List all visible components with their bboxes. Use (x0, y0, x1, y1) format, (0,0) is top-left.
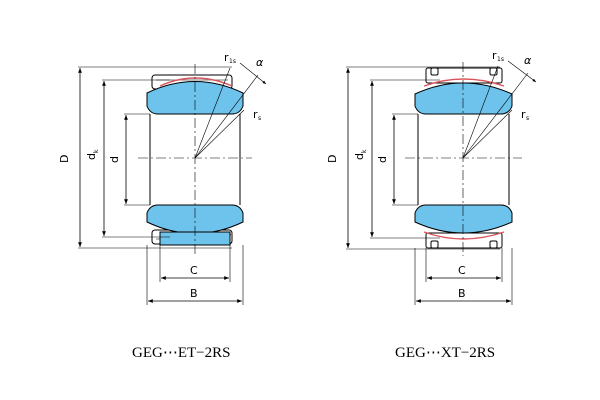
label-bore-diameter: d (376, 156, 389, 163)
seal-top (159, 77, 233, 87)
label-bore-diameter: d (108, 156, 121, 163)
outer-ring-top (425, 67, 503, 84)
inner-ring-bottom (414, 204, 513, 234)
label-r1s: r (224, 51, 229, 64)
label-outer-width: C (190, 264, 198, 277)
centre-lines (405, 62, 522, 256)
seal-bottom (423, 231, 505, 240)
seal-top (423, 78, 505, 87)
label-inner-width: B (190, 287, 198, 300)
label-rs-sub: s (526, 115, 529, 122)
label-outer-width: C (458, 264, 466, 277)
dimension-arrows (78, 68, 242, 303)
caption-et-2rs: GEG⋯ET−2RS (132, 345, 230, 361)
extension-lines (346, 66, 513, 305)
angle-lines (462, 60, 537, 159)
bearing-et-2rs: D d k d C B r 1s r s α GEG⋯ET−2RS (58, 51, 267, 361)
label-sphere-diameter-sub: k (361, 149, 368, 153)
bearing-xt-2rs: D d k d C B r 1s r s α GEG⋯XT−2RS (326, 49, 537, 361)
label-r1s-sub: 1s (497, 56, 504, 63)
bore-lines (149, 114, 241, 205)
inner-ring-top (146, 81, 244, 115)
label-inner-width: B (458, 287, 466, 300)
label-sphere-diameter: d (85, 153, 98, 160)
label-sphere-diameter-sub: k (93, 149, 100, 153)
label-sphere-diameter: d (353, 153, 366, 160)
label-tilt-angle: α (524, 54, 532, 67)
label-outer-diameter: D (326, 155, 339, 163)
label-outer-diameter: D (58, 155, 71, 163)
label-rs: r (521, 108, 526, 121)
angle-lines (194, 62, 267, 159)
inner-ring-top (414, 82, 513, 115)
bore-lines (417, 114, 510, 205)
label-tilt-angle: α (256, 56, 264, 69)
caption-xt-2rs: GEG⋯XT−2RS (395, 345, 495, 361)
dimension-arrows (346, 68, 511, 303)
label-rs-sub: s (258, 115, 261, 122)
label-rs: r (253, 108, 258, 121)
label-r1s: r (492, 49, 497, 62)
label-r1s-sub: 1s (229, 58, 236, 65)
extension-lines (78, 66, 244, 305)
